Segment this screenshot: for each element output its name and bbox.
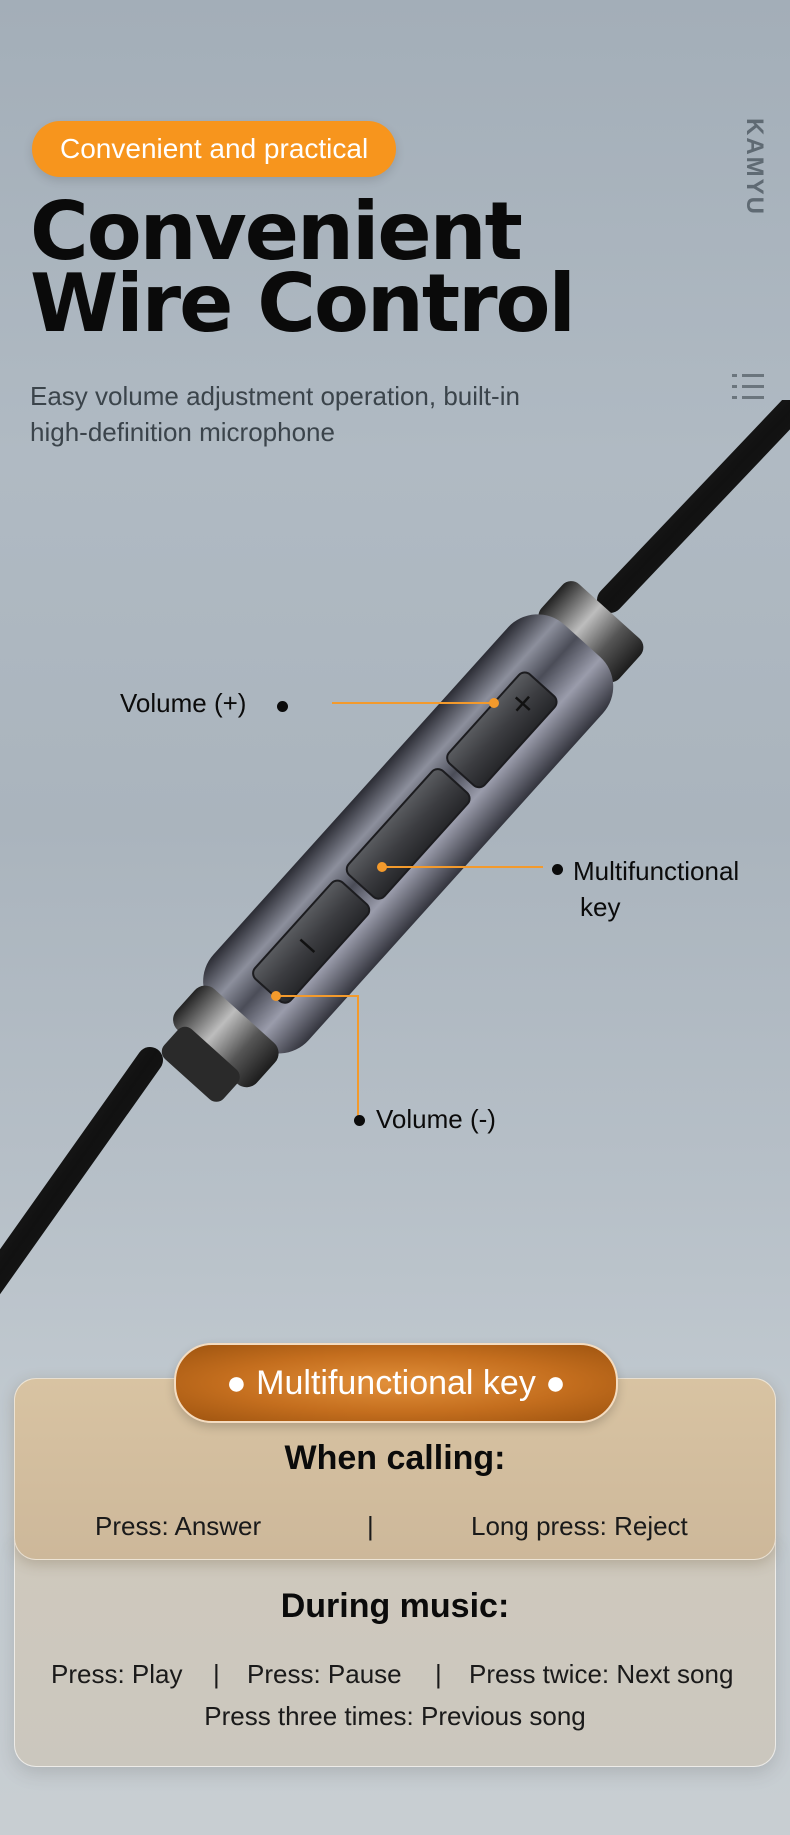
music-press-three-times: Press three times: Previous song bbox=[204, 1701, 586, 1731]
title-line-1: Convenient bbox=[30, 185, 523, 278]
volume-up-button bbox=[446, 671, 558, 789]
subtitle-line-1: Easy volume adjustment operation, built-… bbox=[30, 381, 520, 411]
music-press-pause: Press: Pause bbox=[247, 1659, 402, 1689]
calling-separator: | bbox=[367, 1511, 374, 1541]
title-line-2: Wire Control bbox=[30, 257, 576, 350]
volume-down-button bbox=[252, 879, 371, 1004]
callout-dot-volume-down bbox=[271, 991, 281, 1001]
music-heading: During music: bbox=[280, 1587, 510, 1625]
remote-collar bbox=[161, 1026, 240, 1102]
category-badge: Convenient and practical bbox=[32, 121, 397, 177]
label-volume-up: Volume (+) bbox=[120, 688, 247, 718]
remote-body: + − bbox=[161, 581, 644, 1102]
inline-remote-illustration: + − bbox=[0, 400, 790, 1295]
remote-end-cap-top bbox=[538, 581, 644, 683]
calling-press-answer: Press: Answer bbox=[95, 1511, 262, 1541]
page-title: Convenient Wire Control bbox=[30, 185, 576, 350]
calling-heading: When calling: bbox=[284, 1439, 506, 1477]
callout-dot-volume-up bbox=[489, 698, 499, 708]
calling-long-press-reject: Long press: Reject bbox=[471, 1511, 688, 1541]
music-separator-1: | bbox=[213, 1659, 220, 1689]
subtitle-line-2: high-definition microphone bbox=[30, 417, 335, 447]
music-press-twice: Press twice: Next song bbox=[469, 1659, 734, 1689]
callout-line-volume-down bbox=[276, 995, 359, 1122]
callout-dot-multifunction bbox=[377, 862, 387, 872]
label-volume-down: Volume (-) bbox=[376, 1104, 496, 1134]
music-press-play: Press: Play bbox=[51, 1659, 183, 1689]
cable-lower bbox=[0, 1047, 163, 1295]
bullet-volume-down bbox=[354, 1115, 365, 1126]
cable-upper bbox=[597, 400, 790, 613]
multifunctional-key-pill: ● Multifunctional key ● bbox=[174, 1343, 618, 1423]
brand-logo-text: KAMYU bbox=[741, 118, 768, 216]
bullet-multifunction bbox=[552, 864, 563, 875]
music-separator-2: | bbox=[435, 1659, 442, 1689]
list-icon bbox=[732, 374, 764, 399]
remote-end-cap-bottom bbox=[173, 985, 279, 1088]
music-card: During music: Press: Play | Press: Pause… bbox=[14, 1540, 776, 1767]
label-multifunction: Multifunctional key bbox=[573, 853, 739, 925]
page-subtitle: Easy volume adjustment operation, built-… bbox=[30, 378, 590, 450]
bullet-volume-up bbox=[277, 701, 288, 712]
label-multifunction-line-2: key bbox=[580, 892, 621, 922]
label-multifunction-line-1: Multifunctional bbox=[573, 856, 740, 886]
